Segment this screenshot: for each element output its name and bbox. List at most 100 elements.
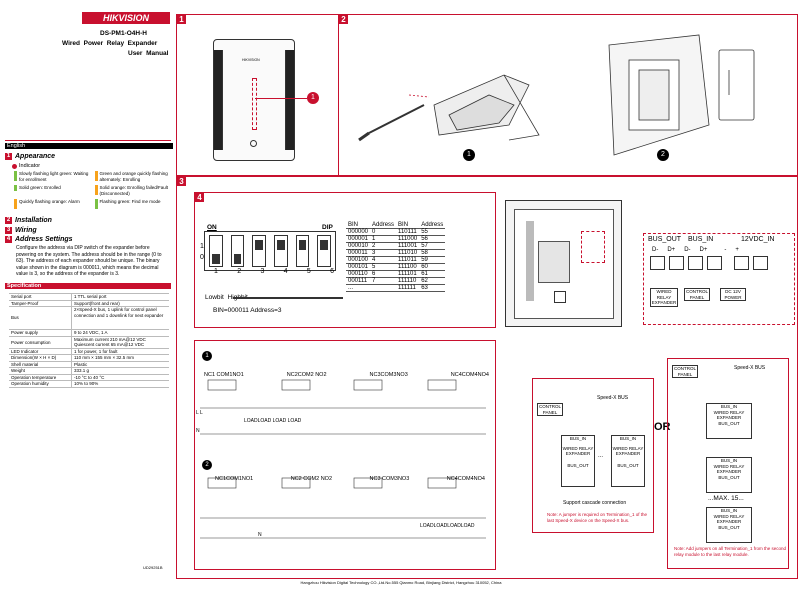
indicator-item: Solid orange: Enrolling failed/Fault (Di… (94, 185, 170, 196)
line-l-label: L L (196, 410, 203, 416)
relay-terminals-row-2: NC1COM1NO1 NC2 COM2 NO2 NC3 COM3NO3 NC4C… (215, 476, 485, 482)
section-title: Appearance (15, 153, 56, 160)
panel-dip-switch: 4 (194, 192, 496, 328)
model-number: DS-PM1-O4H-H (100, 30, 147, 37)
callout-line (255, 98, 307, 99)
indicator-label: Indicator (19, 163, 41, 169)
load-labels-1: LOADLOAD LOAD LOAD (244, 418, 302, 424)
dc-power-box: DC 12V POWER (720, 288, 746, 301)
indicator-legend: Slowly flashing light green: Waiting for… (14, 171, 169, 209)
terminal-screw-icon (669, 256, 684, 270)
device-front: HIKVISION (213, 39, 295, 161)
cascade-note: Note: Add jumpers on all Termination_1 f… (674, 546, 786, 557)
dip-switch-block (204, 231, 336, 271)
dip-switch-1[interactable] (209, 235, 223, 267)
section-number: 4 (5, 236, 12, 243)
section-title: Installation (15, 217, 52, 224)
led-green-icon (94, 199, 98, 209)
terminal-screw-icon (734, 256, 749, 270)
brand-logo: HIKVISION (82, 12, 170, 24)
control-panel-box: CONTROL PANEL (684, 288, 710, 301)
neutral-label: N (196, 428, 200, 434)
terminal-block (650, 256, 785, 270)
indicator-heading: Indicator (12, 163, 40, 169)
bus-in-label: BUS_IN (688, 236, 714, 243)
board-illustration (505, 200, 622, 327)
speedx-bus-label: Speed-X BUS (734, 365, 766, 371)
bit-arrow (233, 297, 343, 299)
v12-label: 12VDC_IN (741, 236, 775, 243)
step-marker: 2 (657, 149, 669, 161)
led-orange-icon (94, 171, 98, 181)
device-inner-left (214, 50, 223, 150)
led-strip (252, 78, 257, 130)
terminal-labels: D-D+D-D+-+ (652, 247, 739, 253)
footer-address: Hangzhou Hikvision Digital Technology CO… (300, 580, 502, 585)
bin-example: BIN=000011 Address=3 (213, 307, 282, 314)
spec-heading: Specification (5, 283, 171, 289)
relay-wiring-panel (194, 340, 496, 570)
panel-installation: 2 1 2 (338, 14, 798, 176)
title-line-2: User Manual (128, 50, 169, 57)
power-icon (250, 140, 257, 147)
callout-marker: 1 (307, 92, 319, 104)
address-description: Configure the address via DIP switch of … (16, 245, 162, 277)
info-icon (12, 163, 17, 169)
panel-number: 1 (177, 15, 186, 24)
terminal-diagram: BUS_OUT BUS_IN 12VDC_IN D-D+D-D+-+ WIRED… (643, 233, 795, 325)
dip-switch-5[interactable] (295, 235, 310, 267)
spec-row: Operation temperature-10 °C to 40 °C (9, 374, 169, 381)
dip-switch-2[interactable] (230, 235, 245, 267)
indicator-item: Green and orange quickly flashing altern… (94, 171, 170, 182)
control-panel-box: CONTROL PANEL (672, 365, 698, 378)
speedx-bus-label: Speed-X BUS (597, 395, 629, 401)
indicator-item: Solid green: Enrolled (14, 185, 89, 196)
section-title: Address Settings (15, 236, 73, 243)
dip-label: DIP (322, 224, 333, 231)
indicator-item: Slowly flashing light green: Waiting for… (14, 171, 89, 182)
control-panel-box: CONTROL PANEL (537, 403, 563, 416)
terminal-screw-icon (688, 256, 703, 270)
panel-number: 2 (339, 15, 348, 24)
diagram-marker: 1 (202, 351, 212, 361)
dip-zero-label: 0 (200, 254, 204, 261)
step-marker: 1 (463, 149, 475, 161)
relay-wiring-lines (200, 379, 486, 539)
panel-wiring: 3 (176, 176, 798, 579)
led-orange-icon (94, 185, 98, 195)
dip-on-label: ON (207, 224, 217, 231)
dip-switch-3[interactable] (252, 235, 267, 267)
load-labels-2: LOADLOADLOADLOAD (420, 523, 475, 529)
dip-switch-6[interactable] (317, 235, 332, 267)
section-address: 4 Address Settings (5, 236, 73, 243)
panel-number: 4 (195, 193, 204, 202)
installation-illustration (358, 34, 755, 156)
cascade-note: Note: A jumper is required on Terminatio… (547, 512, 647, 523)
ellipsis: ... (598, 453, 604, 459)
language-label: English (5, 143, 173, 149)
section-number: 1 (5, 153, 12, 160)
dip-switch-4[interactable] (274, 235, 288, 267)
cascade-support-label: Support cascade connection (563, 500, 627, 506)
led-green-icon (14, 185, 17, 191)
section-appearance: 1 Appearance (5, 153, 55, 160)
section-installation: 2 Installation (5, 217, 52, 224)
